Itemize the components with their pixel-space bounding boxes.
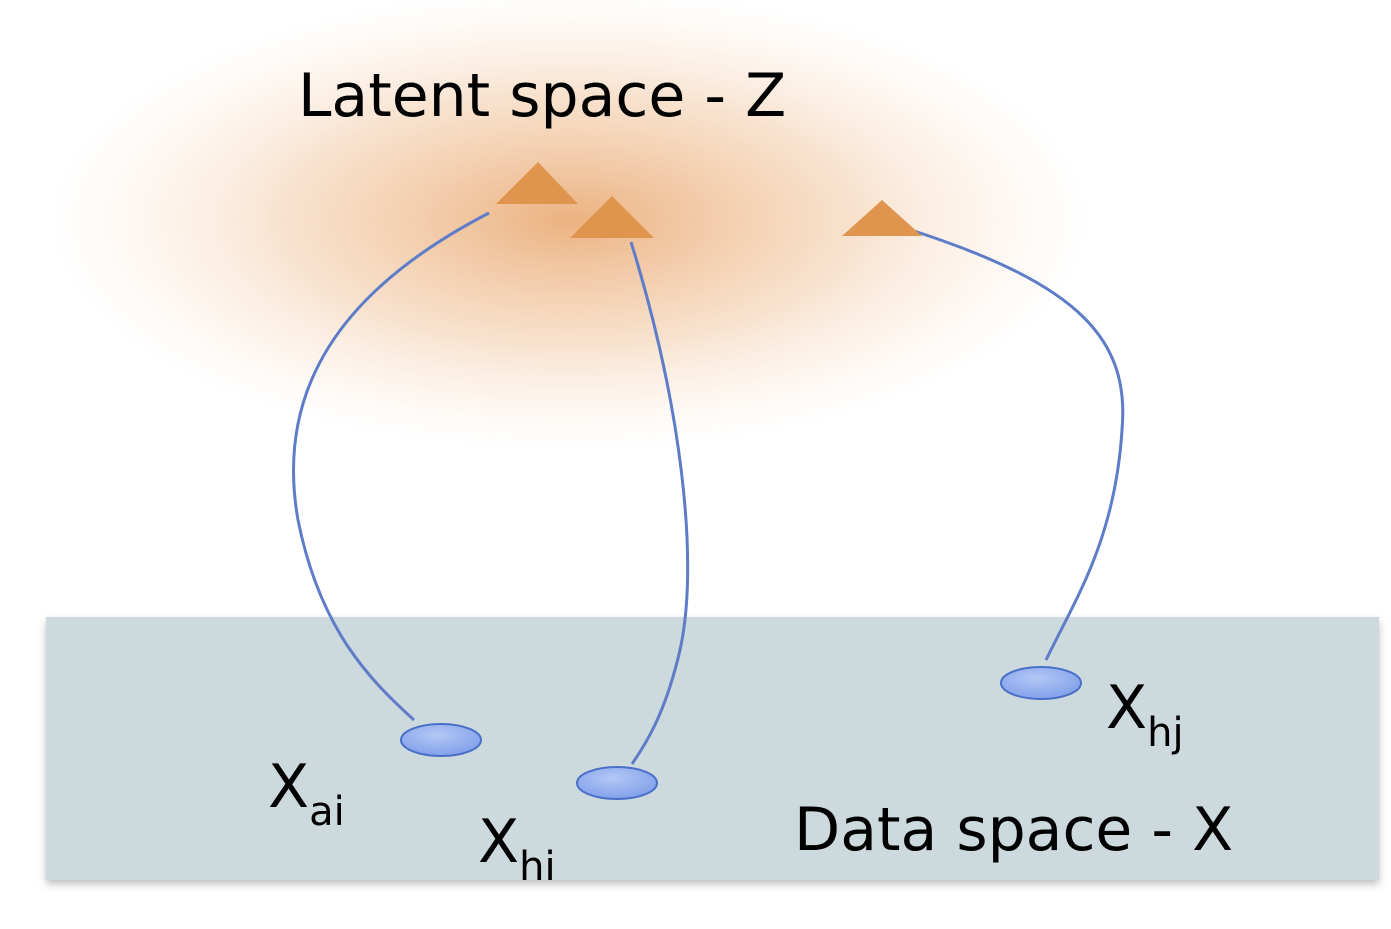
point-label-hi: Xhi — [478, 812, 556, 887]
data-space-plane — [46, 617, 1379, 880]
latent-point-hi-marker — [570, 196, 654, 238]
mapping-curve-ai — [292, 211, 490, 722]
point-label-hi-base: X — [478, 807, 520, 877]
data-point-ai — [400, 723, 482, 757]
mapping-curve-hi — [629, 241, 690, 765]
point-label-hj: Xhj — [1106, 678, 1184, 753]
data-point-hj — [1000, 666, 1082, 700]
latent-point-ai-marker — [496, 162, 578, 204]
data-space-label: Data space - X — [794, 795, 1234, 865]
point-label-ai: Xai — [268, 757, 345, 832]
point-label-ai-sub: ai — [309, 789, 345, 835]
latent-point-hj-marker — [842, 200, 922, 236]
point-label-hj-base: X — [1106, 673, 1148, 743]
latent-space-label: Latent space - Z — [298, 61, 787, 131]
point-label-hj-sub: hj — [1147, 710, 1184, 756]
data-point-hi — [576, 766, 658, 800]
point-label-hi-sub: hi — [519, 844, 556, 890]
point-label-ai-base: X — [268, 752, 310, 822]
latent-space-region — [50, 0, 1090, 450]
mapping-curve-hj — [913, 229, 1125, 661]
